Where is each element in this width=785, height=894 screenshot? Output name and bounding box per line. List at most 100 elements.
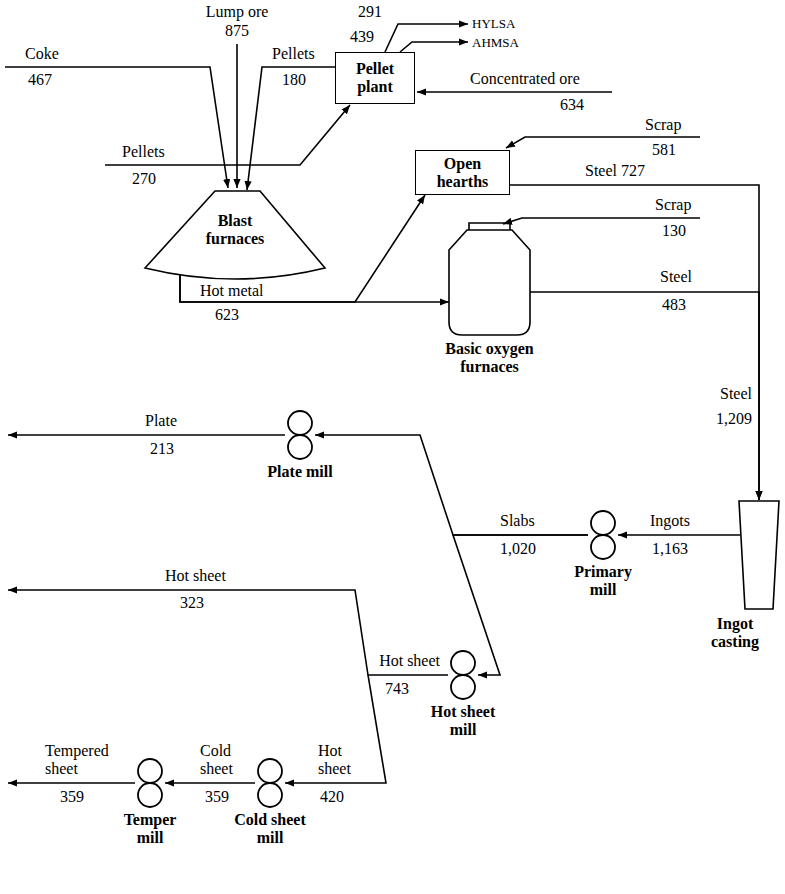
flow-arrow — [510, 185, 759, 500]
flow-quantity: 180 — [282, 71, 306, 89]
flow-quantity: Hot metal — [200, 282, 264, 300]
tempered-output-line — [8, 782, 135, 784]
flow-quantity: 439 — [350, 28, 374, 46]
roll-mill-symbol — [135, 758, 165, 808]
rolling-mill: Primary mill — [567, 510, 639, 599]
flow-quantity: Hot sheet — [379, 652, 440, 670]
flow-quantity: 1,163 — [652, 540, 688, 558]
flow-arrow — [165, 782, 255, 784]
flow-quantity: Steel — [720, 385, 752, 403]
roll — [288, 435, 312, 459]
roll — [288, 411, 312, 435]
rolling-mill: Plate mill — [267, 410, 332, 481]
flow-quantity: Pellets — [122, 143, 165, 161]
node-label: Ingot casting — [704, 615, 766, 651]
flow-quantity: 467 — [28, 71, 52, 89]
flow-quantity: Pellets — [272, 45, 315, 63]
flow-quantity: 623 — [215, 306, 239, 324]
rolling-mill: Cold sheet mill — [225, 758, 315, 847]
roll — [138, 783, 162, 807]
flow-quantity: 130 — [662, 222, 686, 240]
node-label: Primary mill — [567, 563, 639, 599]
flow-quantity: Scrap — [645, 116, 681, 134]
ahmsa-line — [400, 42, 468, 52]
furnace-shape-outline — [145, 191, 325, 279]
node-label: Open hearths — [437, 155, 489, 191]
roll — [258, 783, 282, 807]
roll-mill-symbol — [255, 758, 285, 808]
vessel-shape-outline — [469, 223, 510, 230]
flow-quantity: 483 — [662, 296, 686, 314]
mould-shape-outline — [739, 501, 779, 609]
flow-quantity: 323 — [180, 594, 204, 612]
blast-furnace: Blast furnaces — [140, 190, 330, 280]
pellet-feed-line — [105, 105, 350, 165]
vessel-shape — [442, 222, 537, 337]
flow-quantity: 743 — [385, 680, 409, 698]
roll — [451, 651, 475, 675]
plate-output-line — [8, 434, 285, 436]
flow-quantity: Scrap — [655, 196, 691, 214]
flow-quantity: Hot sheet — [318, 742, 351, 778]
flow-quantity: HYLSA — [472, 15, 515, 33]
rolling-mill: Temper mill — [117, 758, 183, 847]
concentrate-line — [417, 91, 612, 93]
vessel-shape-outline — [449, 230, 530, 335]
node-label: Pellet plant — [356, 60, 394, 96]
roll — [258, 759, 282, 783]
flow-quantity: Hot sheet — [165, 567, 226, 585]
flow-quantity: Coke — [25, 45, 59, 63]
mould-shape — [738, 500, 780, 610]
flow-quantity: AHMSA — [472, 34, 519, 52]
process-box: Pellet plant — [335, 52, 415, 104]
process-box: Open hearths — [415, 150, 510, 195]
flow-arrow — [453, 535, 588, 675]
flow-quantity: Tempered sheet — [45, 742, 109, 778]
flow-quantity: 875 — [225, 22, 249, 40]
lump-ore-line — [236, 44, 238, 188]
flow-quantity: 213 — [150, 440, 174, 458]
roll — [591, 535, 615, 559]
roll-mill-symbol — [588, 510, 618, 560]
coke-line — [5, 67, 228, 188]
flow-quantity: 420 — [320, 788, 344, 806]
roll — [138, 759, 162, 783]
roll — [451, 675, 475, 699]
node-label: Cold sheet mill — [225, 811, 315, 847]
flow-quantity: Steel — [660, 268, 692, 286]
flow-quantity: Concentrated ore — [470, 70, 580, 88]
flow-quantity: Lump ore — [206, 3, 269, 21]
flow-quantity: 581 — [652, 141, 676, 159]
node-label: Hot sheet mill — [421, 703, 505, 739]
label-holder: Blast furnaces — [140, 212, 330, 248]
flow-quantity: Slabs — [500, 512, 535, 530]
hylsa-line — [385, 24, 468, 52]
flow-quantity: 1,020 — [500, 540, 536, 558]
ingot-mould: Ingot casting — [690, 500, 780, 651]
node-label: Blast furnaces — [206, 212, 265, 248]
roll-mill-symbol — [285, 410, 315, 460]
flow-quantity: Cold sheet — [200, 742, 233, 778]
flow-quantity: Plate — [145, 412, 177, 430]
flow-quantity: Steel 727 — [585, 162, 645, 180]
flow-quantity: Ingots — [650, 512, 690, 530]
flow-quantity: 1,209 — [716, 410, 752, 428]
flow-quantity: 359 — [205, 788, 229, 806]
roll — [591, 511, 615, 535]
flow-arrow — [618, 534, 740, 536]
oxygen-furnace: Basic oxygen furnaces — [430, 222, 550, 376]
flow-arrow — [315, 435, 588, 535]
node-label: Plate mill — [267, 463, 332, 481]
flow-quantity: 270 — [132, 170, 156, 188]
flow-arrow — [285, 675, 448, 783]
hot-sheet-output-line — [8, 590, 368, 675]
flow-quantity: 634 — [560, 96, 584, 114]
flow-arrow — [247, 67, 335, 190]
flow-quantity: 291 — [358, 3, 382, 21]
node-label: Basic oxygen furnaces — [430, 340, 550, 376]
flow-arrow — [530, 292, 759, 500]
node-label: Temper mill — [117, 811, 183, 847]
